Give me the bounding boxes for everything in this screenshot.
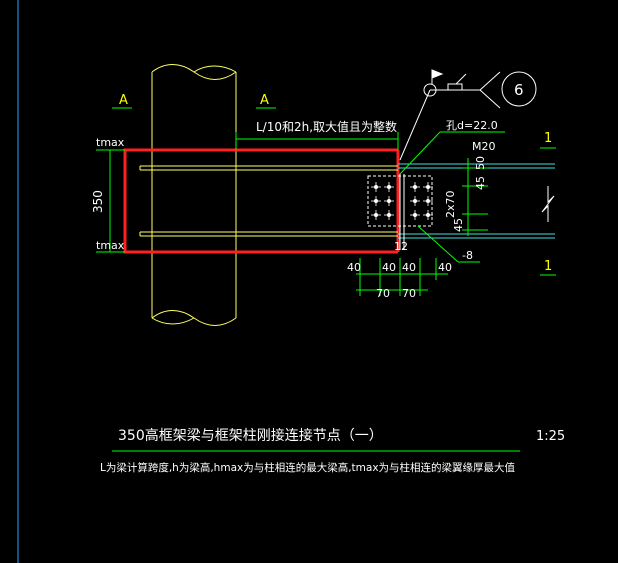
drawing-title: 350高框架梁与框架柱刚接连接节点（一） [118, 427, 383, 444]
dim-70b-label: 70 [402, 287, 416, 300]
dim-40b-label: 40 [382, 261, 396, 274]
right-beam [398, 163, 555, 239]
bolts [371, 182, 433, 220]
dim-12-label: 12 [394, 240, 408, 253]
dim-40d-label: 40 [438, 261, 452, 274]
hole-label: 孔d=22.0 [446, 119, 498, 132]
detail-circle [501, 71, 537, 107]
beam-flanges [139, 165, 398, 237]
dim-70a-label: 70 [376, 287, 390, 300]
dim-45b-label: 45 [452, 218, 465, 232]
section1-bottom-label: 1 [544, 259, 552, 274]
dim-2x70-label: 2x70 [444, 190, 457, 218]
dim-minus8-label: -8 [462, 249, 473, 262]
dim-350-label: 350 [91, 190, 105, 213]
beam-outline [123, 148, 400, 254]
tmax-bottom-label: tmax [96, 239, 125, 252]
section-marks [112, 107, 556, 276]
weld-symbol [399, 69, 501, 161]
dim-40c-label: 40 [402, 261, 416, 274]
tmax-top-label: tmax [96, 136, 125, 149]
dim-50-label: 50 [474, 156, 487, 170]
section-label-left: A [119, 93, 128, 108]
section1-top-label: 1 [544, 131, 552, 146]
bolt-label: M20 [472, 140, 496, 153]
drawing-note: L为梁计算跨度,h为梁高,hmax为与柱相连的最大梁高,tmax为与柱相连的梁翼… [100, 461, 516, 474]
detail-number: 6 [514, 81, 524, 99]
beam-break-symbol [541, 186, 555, 222]
dim-top-label: L/10和2h,取大值且为整数 [256, 119, 397, 134]
column [151, 64, 237, 326]
dimension-lines [96, 131, 505, 296]
drawing-scale: 1:25 [536, 429, 565, 444]
dim-40a-label: 40 [347, 261, 361, 274]
bolt-plate [367, 174, 433, 250]
dim-45a-label: 45 [474, 176, 487, 190]
section-label-right: A [260, 93, 269, 108]
